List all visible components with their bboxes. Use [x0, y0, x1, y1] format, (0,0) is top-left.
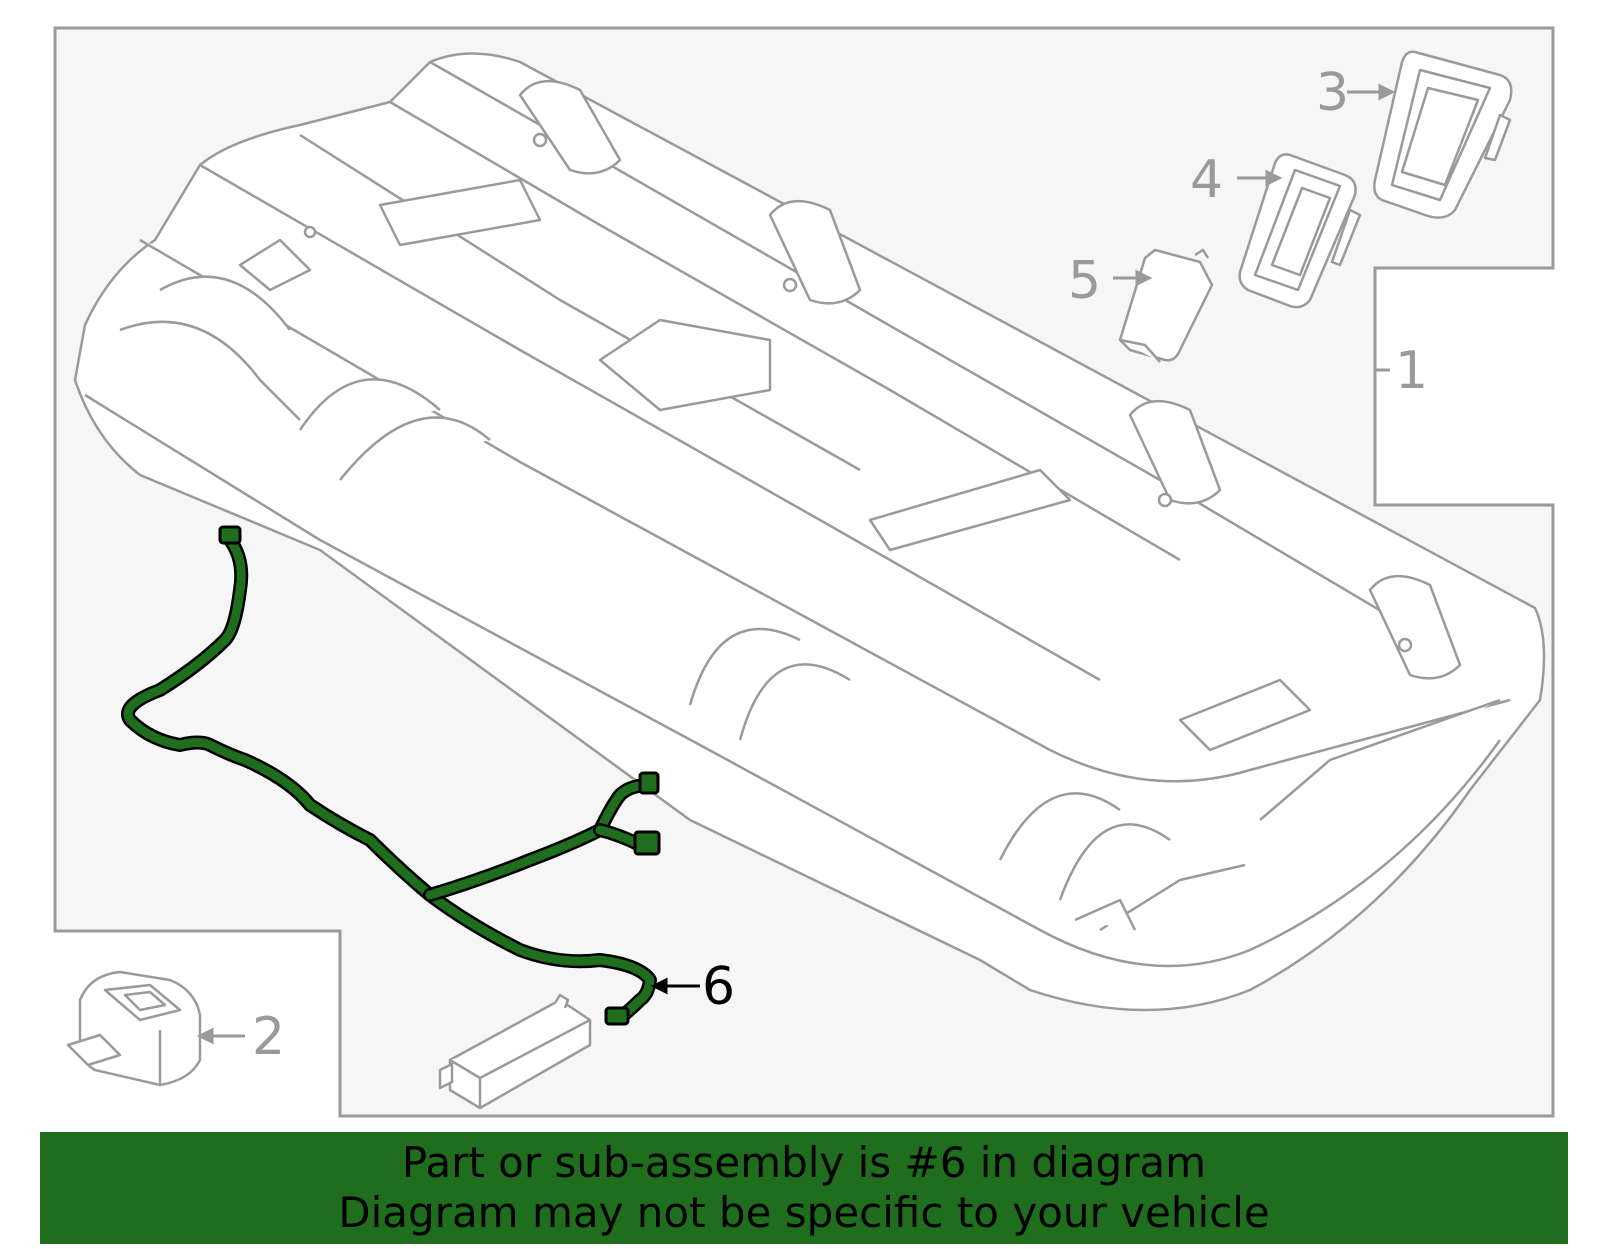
- callout-3: 3: [1316, 63, 1349, 123]
- control-module-illustration: [438, 993, 592, 1110]
- callout-4: 4: [1190, 150, 1223, 210]
- callout-5: 5: [1068, 251, 1101, 311]
- callout-6: 6: [702, 957, 735, 1017]
- banner-line-1: Part or sub-assembly is #6 in diagram: [401, 1138, 1207, 1187]
- callout-2: 2: [252, 1007, 285, 1067]
- banner-line-2: Diagram may not be specific to your vehi…: [338, 1188, 1270, 1237]
- callout-leaders: [196, 83, 1396, 1045]
- part-6-wiring-harness: [121, 525, 661, 1026]
- callout-leader-6: [650, 977, 700, 995]
- harness-connector: [218, 525, 661, 1026]
- callout-1: 1: [1395, 341, 1428, 401]
- part-4-bezel-illustration: [1238, 153, 1362, 309]
- part-2-cap-illustration: [66, 970, 202, 1087]
- part-3-bezel-illustration: [1373, 50, 1513, 219]
- seat-cushion-illustration: [73, 52, 1546, 1012]
- part-info-banner: Part or sub-assembly is #6 in diagram Di…: [40, 1132, 1568, 1244]
